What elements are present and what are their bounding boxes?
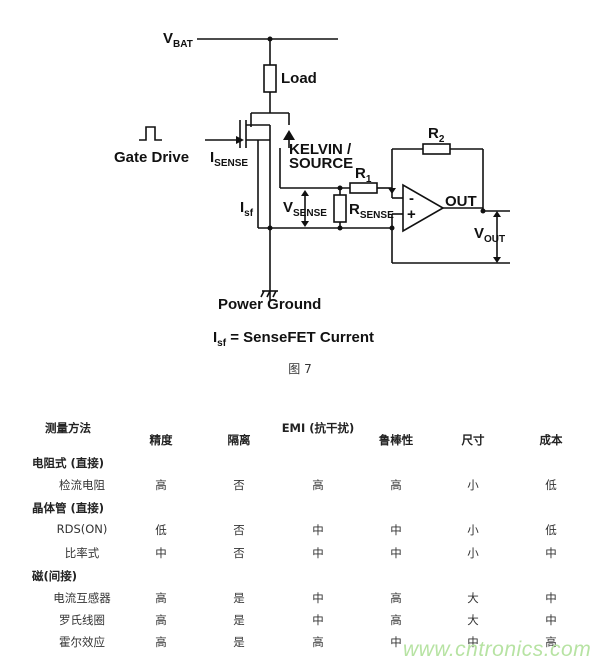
cell-accuracy: 低 <box>155 523 167 537</box>
gate-drive-label: Gate Drive <box>114 149 189 166</box>
cell-isolation: 是 <box>233 635 245 649</box>
row-method: RDS(ON) <box>56 522 108 536</box>
vout-label: VOUT <box>474 225 505 245</box>
cell-accuracy: 高 <box>155 613 167 627</box>
r2-label: R2 <box>428 125 445 145</box>
figure-caption: 图 7 <box>288 362 312 376</box>
row-method: 检流电阻 <box>59 478 105 492</box>
isense-label: ISENSE <box>210 149 248 169</box>
cell-isolation: 否 <box>233 546 245 560</box>
load-label: Load <box>281 70 317 87</box>
cell-size: 大 <box>467 613 479 627</box>
power-ground-label: Power Ground <box>218 296 321 313</box>
group-resistive: 电阻式 (直接) <box>32 456 105 470</box>
cell-accuracy: 中 <box>155 546 167 560</box>
vbat-label: VBAT <box>163 30 193 50</box>
row-method: 电流互感器 <box>53 591 111 605</box>
rsense-label: RSENSE <box>349 201 394 221</box>
row-method: 罗氏线圈 <box>59 613 105 627</box>
kelvin-label: KELVIN / <box>289 141 352 158</box>
cell-isolation: 否 <box>233 523 245 537</box>
sensefet-circuit-diagram: VBAT Load Gate Drive ISENSE KELVIN / SOU… <box>114 30 510 349</box>
header-accuracy: 精度 <box>149 433 173 447</box>
cell-size: 小 <box>467 546 479 560</box>
vsense-label: VSENSE <box>283 199 327 219</box>
watermark: www.cntronics.com <box>403 638 592 661</box>
cell-accuracy: 高 <box>155 591 167 605</box>
group-magnetic: 磁(间接) <box>32 569 78 583</box>
r1-label: R1 <box>355 165 372 185</box>
cell-cost: 中 <box>545 591 557 605</box>
cell-emi: 中 <box>312 523 324 537</box>
opamp-minus: - <box>409 190 414 207</box>
source-label: SOURCE <box>289 155 353 172</box>
cell-robustness: 中 <box>390 523 402 537</box>
cell-isolation: 否 <box>233 478 245 492</box>
cell-robustness: 高 <box>390 478 402 492</box>
header-robustness: 鲁棒性 <box>378 433 414 447</box>
cell-emi: 高 <box>312 478 324 492</box>
isf-label: Isf <box>240 199 254 219</box>
cell-emi: 中 <box>312 591 324 605</box>
header-cost: 成本 <box>539 433 563 447</box>
header-size: 尺寸 <box>461 433 485 447</box>
cell-emi: 中 <box>312 613 324 627</box>
opamp-plus: + <box>407 206 416 223</box>
sensefet-legend: Isf = SenseFET Current <box>213 329 374 349</box>
header-isolation: 隔离 <box>227 433 251 447</box>
cell-accuracy: 高 <box>155 478 167 492</box>
cell-robustness: 高 <box>390 591 402 605</box>
cell-accuracy: 高 <box>155 635 167 649</box>
cell-cost: 低 <box>545 523 557 537</box>
out-label: OUT <box>445 193 477 210</box>
cell-emi: 中 <box>312 546 324 560</box>
cell-size: 小 <box>467 523 479 537</box>
row-method: 比率式 <box>64 546 100 560</box>
cell-isolation: 是 <box>233 613 245 627</box>
cell-size: 大 <box>467 591 479 605</box>
group-transistor: 晶体管 (直接) <box>32 501 105 515</box>
row-method: 霍尔效应 <box>59 635 105 649</box>
cell-cost: 低 <box>545 478 557 492</box>
header-method: 测量方法 <box>45 421 91 435</box>
cell-robustness: 中 <box>390 635 402 649</box>
cell-emi: 高 <box>312 635 324 649</box>
cell-robustness: 中 <box>390 546 402 560</box>
cell-cost: 中 <box>545 613 557 627</box>
cell-cost: 中 <box>545 546 557 560</box>
cell-size: 小 <box>467 478 479 492</box>
cell-robustness: 高 <box>390 613 402 627</box>
cell-isolation: 是 <box>233 591 245 605</box>
header-emi: EMI (抗干扰) <box>281 421 355 435</box>
